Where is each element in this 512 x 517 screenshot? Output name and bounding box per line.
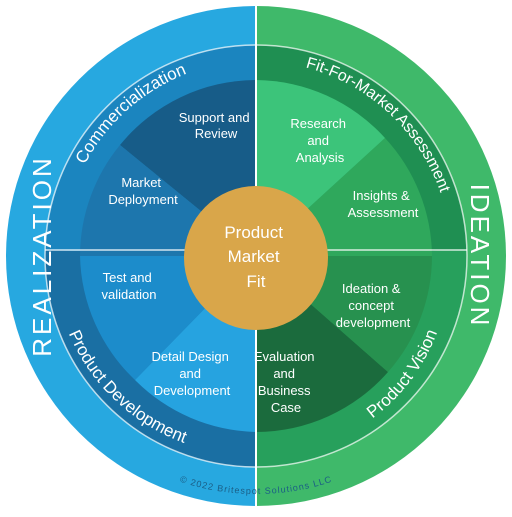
- stage-detail-design: Detail Design and Development: [152, 349, 233, 398]
- stage-support-review: Support and Review: [179, 110, 253, 141]
- stage-market-deployment: Market Deployment: [108, 175, 178, 207]
- center-label: Product Market Fit: [224, 223, 287, 291]
- stage-research: Research and Analysis: [290, 116, 349, 165]
- stage-ideation-concept: Ideation & concept development: [336, 281, 411, 330]
- outer-label-ideation: IDEATION: [465, 184, 495, 329]
- outer-label-realization: REALIZATION: [27, 155, 57, 357]
- center-circle: [184, 186, 328, 330]
- stage-insights: Insights & Assessment: [348, 188, 419, 220]
- stage-evaluation: Evaluation and Business Case: [254, 349, 318, 415]
- stage-test-validation: Test and validation: [102, 270, 157, 302]
- separator-band-outer: [44, 44, 468, 468]
